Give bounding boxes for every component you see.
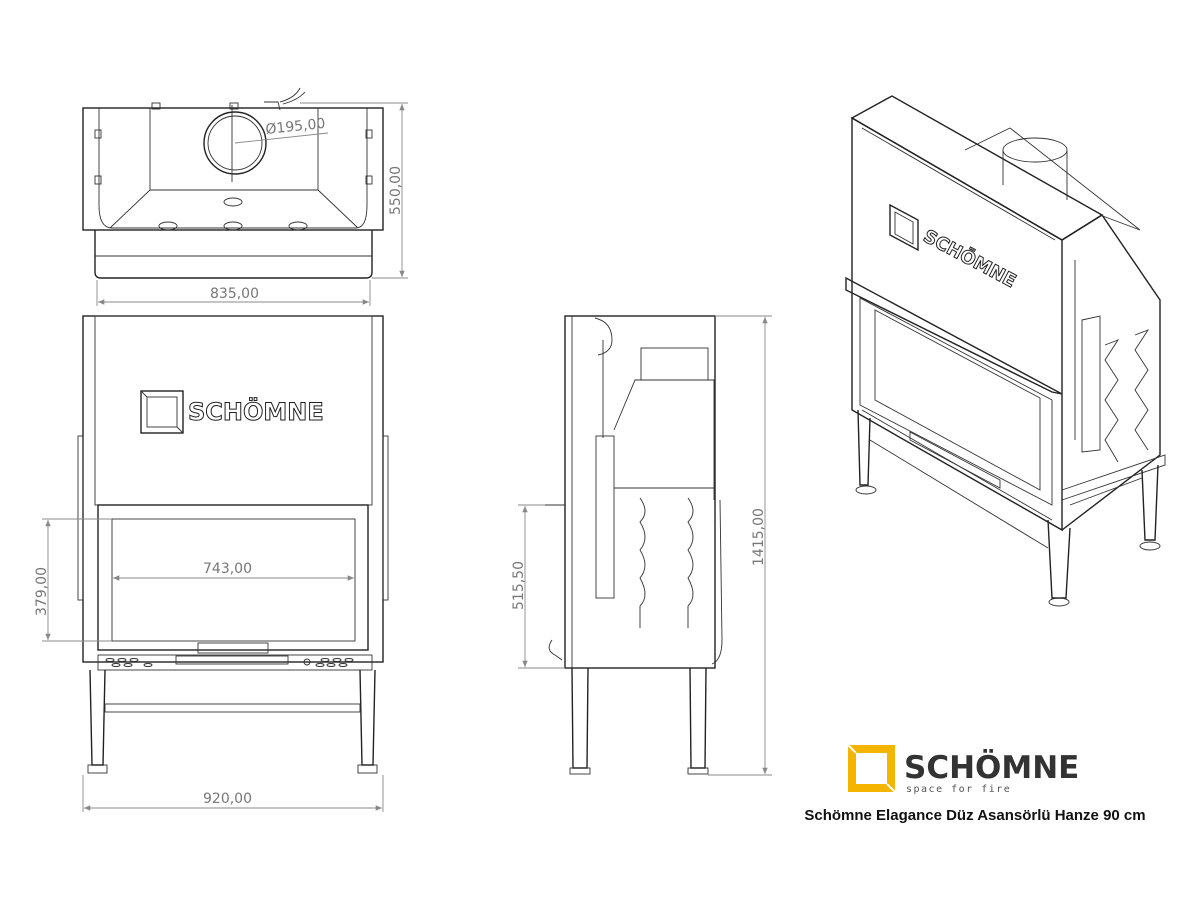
product-caption: Schömne Elagance Düz Asansörlü Hanze 90 … [804,807,1145,824]
front-brand-text: SCHÖMNE [188,396,324,426]
schomne-logo: SCHÖMNE space for fire [847,744,1079,795]
total-width-label: 920,00 [203,791,252,807]
perspective-view: SCHÖMNE [845,95,1166,607]
top-width-label: 835,00 [210,286,259,302]
front-logo-mark [140,390,184,434]
top-view: Ø195,00 550,00 835,00 [82,87,408,306]
front-view: SCHÖMNE 743,00 379,00 920,00 [34,315,389,812]
perspective-logo-mark [889,203,919,252]
flue-diameter-label: Ø195,00 [265,116,326,138]
perspective-brand-text: SCHÖMNE [920,225,1020,292]
glass-height-label: 379,00 [34,567,50,616]
top-depth-label: 550,00 [388,166,404,215]
glass-width-label: 743,00 [203,561,252,577]
logo-tagline: space for fire [906,784,1011,795]
side-height-label: 515,50 [511,561,527,610]
side-view: 1415,00 515,50 [511,315,772,776]
total-height-label: 1415,00 [751,508,767,566]
logo-name: SCHÖMNE [904,749,1079,786]
